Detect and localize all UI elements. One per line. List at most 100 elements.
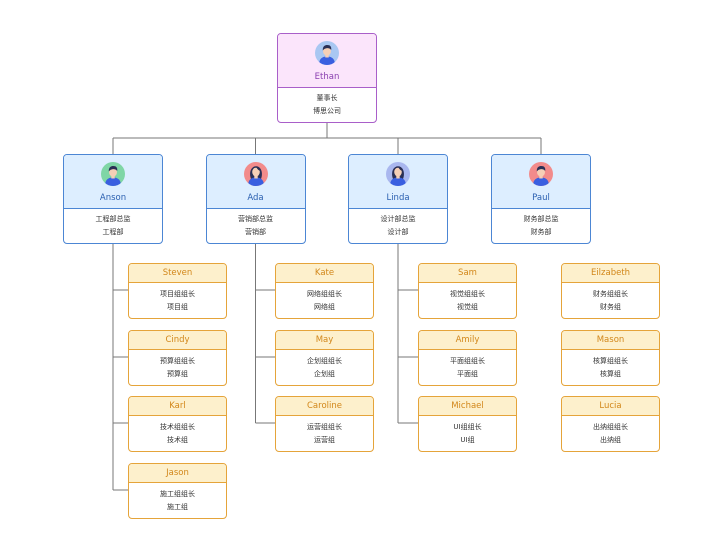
leader-title: 运营组组长 <box>307 422 342 431</box>
leader-card-body: 施工组组长施工组 <box>129 483 226 518</box>
leader-dept: 视觉组 <box>457 302 478 311</box>
leader-card-kate[interactable]: Kate 网络组组长网络组 <box>275 263 374 319</box>
leader-title: 视觉组组长 <box>450 289 485 298</box>
leader-card-header: Caroline <box>276 397 373 416</box>
leader-dept: 企划组 <box>314 369 335 378</box>
leader-name: Cindy <box>165 335 190 345</box>
leader-card-mason[interactable]: Mason 核算组组长核算组 <box>561 330 660 386</box>
leader-card-header: Amily <box>419 331 516 350</box>
leader-dept: 平面组 <box>457 369 478 378</box>
leader-title: 企划组组长 <box>307 356 342 365</box>
leader-title: 财务组组长 <box>593 289 628 298</box>
ceo-title: 董事长 <box>316 94 338 102</box>
leader-card-body: 项目组组长项目组 <box>129 283 226 318</box>
leader-card-body: 平面组组长平面组 <box>419 350 516 385</box>
leader-card-sam[interactable]: Sam 视觉组组长视觉组 <box>418 263 517 319</box>
leader-card-jason[interactable]: Jason 施工组组长施工组 <box>128 463 227 519</box>
director-card-paul[interactable]: Paul 财务部总监 财务部 <box>491 154 591 244</box>
director-dept: 财务部 <box>530 228 552 236</box>
leader-name: Mason <box>596 335 625 345</box>
leader-name: Kate <box>314 268 335 278</box>
leader-dept: UI组 <box>460 435 475 444</box>
director-dept: 营销部 <box>245 228 266 236</box>
female-avatar-icon <box>386 162 410 186</box>
leader-card-cindy[interactable]: Cindy 预算组组长预算组 <box>128 330 227 386</box>
leader-name: Eilzabeth <box>590 268 631 278</box>
director-card-body: 财务部总监 财务部 <box>492 209 590 243</box>
leader-card-header: Michael <box>419 397 516 416</box>
leader-card-may[interactable]: May 企划组组长企划组 <box>275 330 374 386</box>
leader-title: 技术组组长 <box>160 422 195 431</box>
ceo-card-header: Ethan <box>278 34 376 88</box>
director-card-header: Ada <box>206 155 305 209</box>
ceo-card[interactable]: Ethan 董事长 博思公司 <box>277 33 377 123</box>
director-card-body: 设计部总监 设计部 <box>349 209 447 243</box>
director-title: 设计部总监 <box>380 215 416 223</box>
leader-title: 施工组组长 <box>160 489 195 498</box>
ceo-dept: 博思公司 <box>313 107 341 115</box>
leader-card-header: Cindy <box>129 331 226 350</box>
leader-card-body: 技术组组长技术组 <box>129 416 226 451</box>
director-card-anson[interactable]: Anson 工程部总监 工程部 <box>63 154 163 244</box>
director-dept: 设计部 <box>387 228 409 236</box>
leader-dept: 财务组 <box>600 302 621 311</box>
leader-dept: 核算组 <box>600 369 621 378</box>
leader-name: Caroline <box>307 401 342 411</box>
female-avatar-icon <box>243 162 268 186</box>
male-avatar-icon <box>101 162 125 186</box>
director-card-linda[interactable]: Linda 设计部总监 设计部 <box>348 154 448 244</box>
leader-card-karl[interactable]: Karl 技术组组长技术组 <box>128 396 227 452</box>
director-dept: 工程部 <box>102 228 124 236</box>
ceo-name: Ethan <box>314 72 340 82</box>
leader-card-header: Jason <box>129 464 226 483</box>
director-name: Ada <box>247 193 264 203</box>
leader-card-eilzabeth[interactable]: Eilzabeth 财务组组长财务组 <box>561 263 660 319</box>
leader-dept: 运营组 <box>314 435 335 444</box>
leader-card-lucia[interactable]: Lucia 出纳组组长出纳组 <box>561 396 660 452</box>
director-card-header: Paul <box>492 155 590 209</box>
director-card-ada[interactable]: Ada 营销部总监 营销部 <box>205 154 306 244</box>
leader-name: Michael <box>451 401 484 411</box>
leader-card-header: Lucia <box>562 397 659 416</box>
leader-card-header: May <box>276 331 373 350</box>
leader-card-body: 预算组组长预算组 <box>129 350 226 385</box>
leader-card-body: 视觉组组长视觉组 <box>419 283 516 318</box>
leader-card-header: Eilzabeth <box>562 264 659 283</box>
leader-card-body: 财务组组长财务组 <box>562 283 659 318</box>
leader-name: May <box>315 335 334 345</box>
leader-card-header: Steven <box>129 264 226 283</box>
leader-name: Amily <box>455 335 480 345</box>
leader-dept: 技术组 <box>167 435 188 444</box>
leader-dept: 网络组 <box>314 302 335 311</box>
director-title: 营销部总监 <box>238 215 273 223</box>
director-name: Paul <box>532 193 550 203</box>
leader-dept: 项目组 <box>167 302 188 311</box>
leader-card-amily[interactable]: Amily 平面组组长平面组 <box>418 330 517 386</box>
leader-name: Sam <box>458 268 477 278</box>
leader-card-body: 企划组组长企划组 <box>276 350 373 385</box>
leader-card-body: 网络组组长网络组 <box>276 283 373 318</box>
leader-card-body: 出纳组组长出纳组 <box>562 416 659 451</box>
leader-card-caroline[interactable]: Caroline 运营组组长运营组 <box>275 396 374 452</box>
ceo-card-body: 董事长 博思公司 <box>278 88 376 122</box>
director-title: 工程部总监 <box>95 215 131 223</box>
leader-dept: 预算组 <box>167 369 188 378</box>
director-card-body: 工程部总监 工程部 <box>64 209 162 243</box>
leader-card-header: Mason <box>562 331 659 350</box>
leader-name: Steven <box>162 268 193 278</box>
director-card-body: 营销部总监 营销部 <box>207 209 305 243</box>
male-avatar-icon <box>529 162 553 186</box>
leader-card-steven[interactable]: Steven 项目组组长项目组 <box>128 263 227 319</box>
leader-name: Lucia <box>599 401 622 411</box>
leader-title: 出纳组组长 <box>593 422 628 431</box>
leader-title: 核算组组长 <box>593 356 628 365</box>
director-card-header: Anson <box>64 155 162 209</box>
leader-title: 预算组组长 <box>160 356 195 365</box>
director-title: 财务部总监 <box>523 215 559 223</box>
leader-title: 网络组组长 <box>307 289 342 298</box>
director-name: Linda <box>386 193 410 203</box>
leader-title: 平面组组长 <box>450 356 485 365</box>
